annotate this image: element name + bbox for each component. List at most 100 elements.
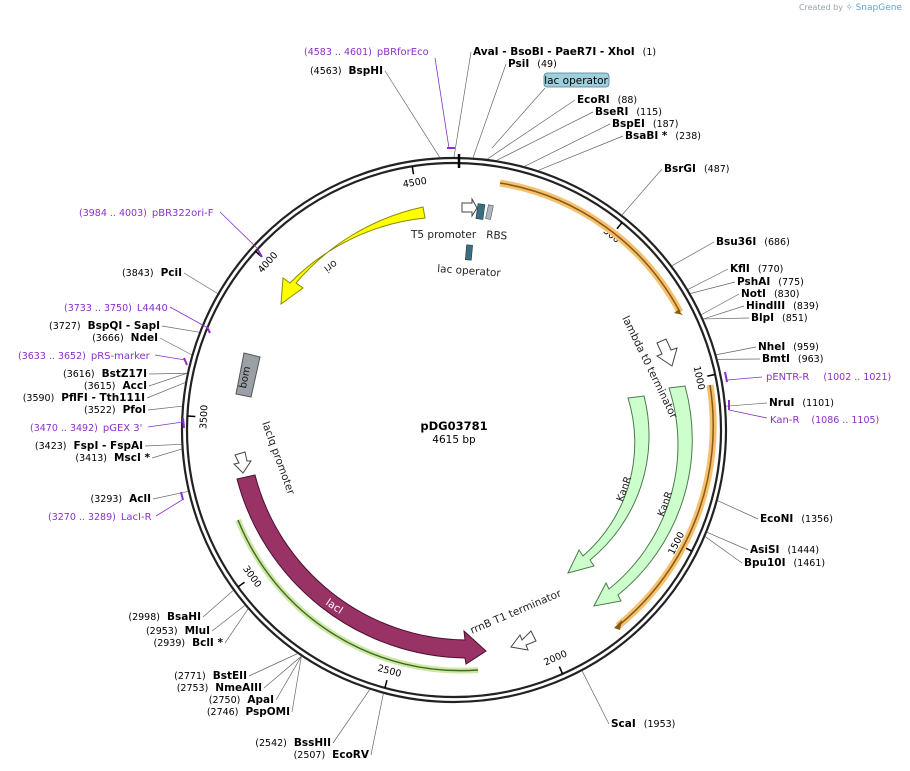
enzyme-label: (3843)PciI — [122, 267, 182, 279]
enzyme-leader-line — [148, 372, 188, 387]
orf-right-arrowhead — [614, 620, 622, 630]
enzyme-labels: AvaI - BsoBI - PaeR7I - XhoI(1)PsiI(49) E… — [23, 46, 834, 761]
ori-label: ori — [321, 257, 339, 275]
enzyme-leader-line — [716, 346, 757, 356]
enzyme-label: (2998)BsaHI — [128, 611, 201, 623]
enzyme-leader-line — [621, 168, 663, 216]
enzyme-leader-line — [487, 99, 576, 160]
laciq-promoter-label: lacIq promoter — [259, 420, 297, 497]
rbs-label: RBS — [486, 229, 508, 242]
enzyme-label: (3590)PflFI - Tth111I — [23, 392, 145, 404]
leader-laci-r — [155, 499, 183, 517]
leader-l4440 — [169, 306, 209, 329]
enzyme-label: (3615)AccI — [84, 380, 147, 392]
primer-label-pbrforeco: (4583 .. 4601)pBRforEco — [304, 47, 429, 58]
enzyme-label: BlpI(851) — [751, 312, 808, 324]
leader-pgex — [147, 421, 184, 428]
enzyme-leader-line — [183, 272, 218, 294]
primer-label-pbr322ori: (3984 .. 4003)pBR322ori-F — [79, 208, 214, 219]
enzyme-leader-line — [496, 111, 594, 161]
tick-mark — [237, 581, 245, 588]
leader-kan-r — [728, 409, 768, 419]
tick-mark — [411, 166, 415, 175]
lac-operator-feature-2 — [464, 244, 473, 261]
laci-arrow — [236, 474, 487, 665]
enzyme-leader-line — [725, 402, 768, 407]
enzyme-label: (2771)BstEII — [174, 670, 247, 682]
tick-label: 1000 — [691, 365, 707, 391]
enzyme-leader-line — [701, 293, 740, 315]
t5-promoter-arrow — [461, 197, 478, 218]
lac-operator-feature-1 — [475, 203, 486, 220]
ori-arrow — [280, 206, 426, 306]
laci-highlight-line — [237, 519, 479, 672]
enzyme-label: (2753)NmeAIII — [177, 682, 262, 694]
lac-operator-label: lac operator — [437, 263, 502, 279]
primer-label-pentr: pENTR-R(1002 .. 1021) — [766, 372, 891, 383]
enzyme-label: (2542)BssHII — [255, 737, 331, 749]
primer-label-l4440: (3733 .. 3750)L4440 — [64, 303, 168, 314]
enzyme-leader-line — [717, 500, 759, 520]
backbone-inner — [185, 161, 723, 699]
enzyme-leader-line — [538, 135, 624, 171]
enzyme-leader-line — [384, 70, 441, 158]
enzyme-leader-line — [144, 443, 182, 447]
enzyme-leader-line — [291, 656, 302, 713]
tick-label: 3000 — [240, 564, 263, 590]
leader-pbrforeco — [434, 57, 450, 149]
enzyme-label: (2953)MluI — [146, 625, 210, 637]
lac-operator-box-label: lac operator — [491, 72, 610, 149]
enzyme-label: NruI(1101) — [769, 397, 834, 409]
enzyme-label: NotI(830) — [741, 288, 799, 300]
lambda-t0-arrow — [655, 338, 678, 367]
enzyme-label: (2746)PspOMI — [207, 706, 290, 718]
tick-mark — [384, 679, 388, 689]
enzyme-label: (3423)FspI - FspAI — [35, 440, 143, 452]
primer-mark-laci-r — [180, 491, 184, 501]
enzyme-label: NheI(959) — [758, 341, 819, 353]
leader-pbr322ori — [219, 211, 260, 251]
enzyme-label: PsiI(49) — [508, 58, 557, 70]
enzyme-leader-line — [472, 63, 507, 158]
enzyme-leader-line — [524, 123, 611, 167]
primer-label-kan-r: Kan-R(1086 .. 1105) — [770, 415, 879, 426]
enzyme-label: EcoRI(88) — [577, 94, 637, 106]
enzyme-label: HindIII(839) — [746, 300, 819, 312]
enzyme-leader-line — [332, 689, 370, 744]
laciq-promoter-arrow — [232, 451, 252, 474]
primer-label-prs: (3633 .. 3652)pRS-marker — [18, 351, 151, 362]
created-by-credit: Created by ✧ SnapGene — [799, 3, 902, 13]
enzyme-label: BsrGI(487) — [664, 163, 730, 175]
enzyme-leader-line — [159, 337, 192, 356]
lac-operator-box-text: lac operator — [544, 75, 608, 87]
primer-labels: (4583 .. 4601)pBRforEco (3984 .. 4003)pB… — [18, 47, 891, 523]
tick-label: 2500 — [376, 663, 402, 680]
t5-promoter-label: T5 promoter — [410, 229, 477, 241]
primer-mark-pbr322ori — [257, 249, 263, 258]
snapgene-logo-icon: ✧ — [845, 3, 854, 13]
credit-prefix: Created by — [798, 3, 843, 12]
tick-mark — [707, 373, 716, 377]
enzyme-label: (4563)BspHI — [310, 65, 383, 77]
rrnb-t1-label: rrnB T1 terminator — [468, 587, 563, 636]
enzyme-leader-line — [370, 693, 384, 756]
bom-feature — [235, 352, 261, 398]
lambda-t0-label: lambda t0 terminator — [619, 314, 679, 421]
tick-label: 4500 — [402, 176, 428, 191]
tick-label: 3500 — [198, 405, 210, 430]
plasmid-name: pDG03781 — [420, 419, 487, 433]
enzyme-label: PshAI(775) — [737, 276, 804, 288]
enzyme-leader-line — [147, 405, 183, 411]
enzyme-leader-line — [690, 281, 736, 294]
enzyme-leader-line — [581, 670, 610, 725]
enzyme-label: BmtI(963) — [762, 353, 823, 365]
enzyme-label: (3616)BstZ17I — [63, 368, 147, 380]
enzyme-label: Bsu36I(686) — [716, 236, 790, 248]
enzyme-leader-line — [248, 653, 298, 677]
enzyme-label: AvaI - BsoBI - PaeR7I - XhoI(1) — [473, 46, 656, 58]
enzyme-label: (3522)PfoI — [84, 404, 146, 416]
credit-brand: SnapGene — [855, 3, 902, 13]
enzyme-leader-line — [671, 241, 715, 267]
leader-prs — [154, 354, 186, 361]
enzyme-leader-line — [202, 590, 234, 618]
